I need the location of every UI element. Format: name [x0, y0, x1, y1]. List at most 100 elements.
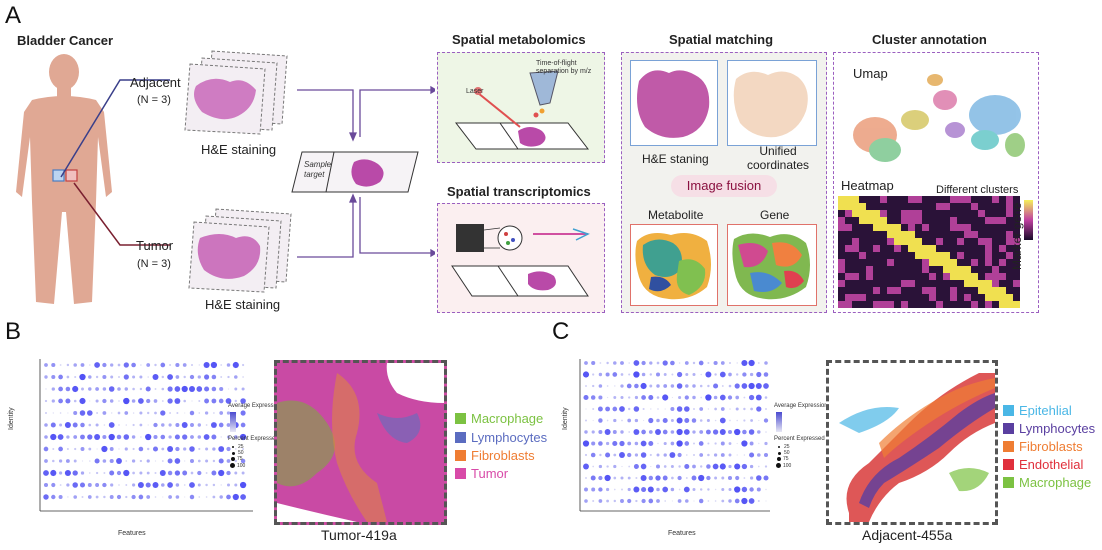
heatmap-cell	[999, 245, 1006, 252]
heatmap-cell	[887, 203, 894, 210]
dotplot-dot	[729, 408, 731, 410]
dotplot-dot	[145, 386, 151, 392]
dotplot-dot	[662, 429, 668, 435]
dotplot-dot	[110, 363, 114, 367]
legend-c-swatch-0	[1003, 404, 1014, 416]
dotplot-dot	[117, 363, 121, 367]
heatmap-cell	[985, 245, 992, 252]
heatmap-cell	[887, 245, 894, 252]
heatmap-cell	[992, 287, 999, 294]
heatmap-cell	[908, 252, 915, 259]
heatmap-cell	[992, 259, 999, 266]
dotplot-dot	[73, 399, 77, 403]
dotplot-dot	[161, 483, 165, 487]
heatmap-cell	[866, 217, 873, 224]
dotplot-dot	[612, 440, 618, 447]
heatmap-cell	[922, 231, 929, 238]
dotplot-dot	[204, 398, 210, 404]
dotplot-dot	[210, 422, 217, 428]
heatmap-cell	[978, 238, 985, 245]
heatmap-cell	[929, 231, 936, 238]
heatmap-cell	[971, 196, 978, 203]
heatmap-cell	[1006, 231, 1013, 238]
heatmap-cell	[859, 217, 866, 224]
dotplot-dot	[621, 488, 623, 491]
dotplot-dot	[51, 399, 55, 403]
dotplot-dot	[757, 453, 761, 457]
adjacent-455a-image	[826, 360, 998, 525]
dotplot-dot	[183, 447, 187, 451]
dotplot-dot	[154, 471, 157, 475]
dotplot-dot	[196, 386, 203, 392]
dotplot-dot	[741, 440, 748, 447]
panel-c-dotplot	[579, 359, 770, 512]
dotplot-dot	[757, 362, 760, 364]
heatmap-cell	[992, 217, 999, 224]
dotplot-dot	[189, 446, 195, 452]
dotplot-dot	[242, 376, 244, 378]
heatmap-cell	[929, 217, 936, 224]
dotplot-dot	[79, 482, 86, 488]
dotplot-dot	[108, 422, 115, 428]
dotplot-dot	[95, 375, 99, 379]
heatmap-cell	[873, 224, 880, 231]
dotplot-dot	[614, 385, 616, 387]
dotplot-dot	[64, 421, 71, 429]
heatmap-cell	[922, 259, 929, 266]
dotplot-dot	[161, 387, 165, 391]
heatmap-cell	[964, 238, 971, 245]
dotplot-dot	[139, 423, 143, 427]
panel-b-avg-expr-bar	[230, 412, 236, 432]
heatmap-cell	[964, 294, 971, 301]
dotplot-dot	[73, 363, 77, 367]
dotplot-dot	[220, 376, 223, 378]
dotplot-dot	[241, 471, 245, 475]
dotplot-dot	[728, 499, 732, 503]
heatmap-cell	[866, 238, 873, 245]
heatmap-cell	[1013, 294, 1020, 301]
dotplot-dot	[713, 453, 718, 457]
heatmap-cell	[915, 203, 922, 210]
dotplot-dot	[606, 396, 609, 399]
heatmap-cell	[901, 287, 908, 294]
heatmap-cell	[880, 231, 887, 238]
heatmap-cell	[936, 238, 943, 245]
dotplot-dot	[656, 361, 660, 365]
dotplot-dot	[621, 465, 623, 468]
dotplot-dot	[203, 434, 210, 440]
dotplot-dot	[211, 434, 217, 440]
dotplot-dot	[741, 383, 748, 389]
dotplot-dot	[226, 446, 231, 452]
dotplot-dot	[640, 382, 647, 390]
heatmap-cell	[1006, 245, 1013, 252]
heatmap-cell	[985, 210, 992, 217]
dotplot-dot	[692, 361, 696, 365]
dotplot-dot	[764, 465, 768, 468]
dotplot-dot	[664, 408, 666, 410]
dotplot-dot	[81, 460, 84, 462]
heatmap-cell	[852, 259, 859, 266]
dotplot-dot	[598, 464, 603, 469]
dotplot-dot	[219, 411, 224, 415]
heatmap-cell	[957, 224, 964, 231]
dotplot-dot	[232, 361, 239, 369]
dotplot-dot	[669, 452, 676, 458]
dotplot-dot	[707, 453, 710, 457]
dotplot-dot	[721, 476, 725, 480]
heatmap-cell	[929, 294, 936, 301]
heatmap-cell	[929, 273, 936, 280]
dotplot-dot	[613, 488, 616, 491]
dotplot-dot	[633, 360, 640, 366]
tof-label: Time-of-flight separation by m/z	[536, 60, 592, 75]
heatmap-cell	[838, 294, 845, 301]
heatmap-cell	[873, 203, 880, 210]
heatmap-cell	[866, 259, 873, 266]
heatmap-cell	[915, 245, 922, 252]
tumor-n: (N = 3)	[137, 258, 171, 270]
dotplot-dot	[749, 476, 754, 480]
legend-c-fibroblasts: Fibroblasts	[1003, 438, 1083, 454]
dotplot-dot	[677, 499, 682, 503]
heatmap-cell	[964, 224, 971, 231]
dotplot-dot	[80, 471, 85, 475]
dotplot-dot	[598, 441, 603, 446]
